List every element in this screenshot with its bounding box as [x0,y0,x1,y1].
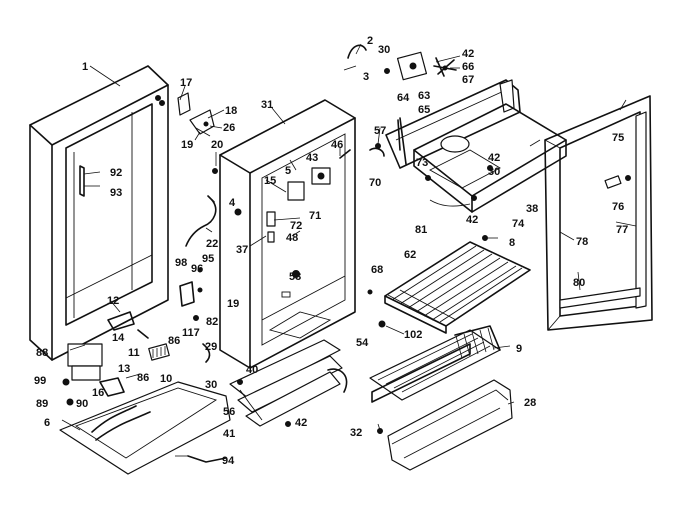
callout-20: 20 [211,139,223,151]
callout-57: 57 [374,125,386,137]
hinge-strip [79,165,85,197]
door-frame [544,95,653,331]
callout-92: 92 [110,167,122,179]
callout-64: 64 [397,92,410,104]
callout-95: 95 [202,253,214,265]
evaporator-tray [413,103,567,213]
callout-30-tray: 30 [488,166,500,178]
callout-22: 22 [206,238,218,250]
callout-68: 68 [371,264,383,276]
callout-5: 5 [285,165,291,177]
callout-63: 63 [418,90,430,102]
fasteners [187,68,493,463]
callout-30-bracket: 30 [205,379,217,391]
callout-18: 18 [225,105,237,117]
evaporator-cover [385,79,521,169]
callout-71: 71 [309,210,321,222]
lower-bracket-assembly [229,339,348,427]
outer-cabinet [29,65,169,361]
callout-72: 72 [290,220,302,232]
callout-93: 93 [110,187,122,199]
callout-74: 74 [512,218,525,230]
wire-shelf-62 [384,241,531,334]
callout-56: 56 [223,406,235,418]
callout-42-cover: 42 [488,152,500,164]
callout-86-upper: 86 [168,335,180,347]
callout-42-bracket: 42 [295,417,307,429]
callout-65: 65 [418,104,430,116]
callout-9: 9 [516,343,522,355]
callout-labels: 1 2 3 4 5 6 8 9 10 11 12 13 14 15 16 17 … [34,35,628,467]
callout-31: 31 [261,99,273,111]
callout-88: 88 [36,347,48,359]
leader-lines [61,43,637,457]
callout-62: 62 [404,249,416,261]
callout-99: 99 [34,375,46,387]
base-pan [59,381,231,475]
crisper-pan [387,379,513,471]
callout-89: 89 [36,398,48,410]
callout-90: 90 [76,398,88,410]
callout-77: 77 [616,224,628,236]
callout-117: 117 [182,327,200,339]
callout-11: 11 [128,347,140,359]
callout-13: 13 [118,363,130,375]
callout-19-upper: 19 [181,139,193,151]
callout-37: 37 [236,244,248,256]
callout-3: 3 [363,71,369,83]
callout-19-lower: 19 [227,298,239,310]
callout-42-fan: 42 [462,48,474,60]
upper-brackets [177,92,215,137]
callout-80: 80 [573,277,585,289]
callout-81: 81 [415,224,427,236]
control-housing [287,181,305,201]
callout-53: 53 [289,271,301,283]
callout-28: 28 [524,397,536,409]
callout-15: 15 [264,175,276,187]
callout-29: 29 [205,341,217,353]
callout-12: 12 [107,295,119,307]
callout-70: 70 [369,177,381,189]
callout-38: 38 [526,203,538,215]
callout-10: 10 [160,373,172,385]
callout-98: 98 [175,257,187,269]
callout-42-tray: 42 [466,214,478,226]
callout-17: 17 [180,77,192,89]
callout-67: 67 [462,74,474,86]
callout-6: 6 [44,417,50,429]
drain-tube [185,199,217,247]
crisper-grille [369,325,501,403]
callout-76: 76 [612,201,624,213]
callout-16: 16 [92,387,104,399]
callout-102: 102 [404,329,422,341]
fan-motor-assembly [343,44,457,81]
callout-46: 46 [331,139,343,151]
callout-1: 1 [82,61,88,73]
callout-14: 14 [112,332,125,344]
callout-78: 78 [576,236,588,248]
callout-4: 4 [229,197,236,209]
callout-30-top: 30 [378,44,390,56]
callout-40: 40 [246,364,258,376]
callout-26: 26 [223,122,235,134]
callout-66: 66 [462,61,474,73]
callout-2: 2 [367,35,373,47]
callout-82: 82 [206,316,218,328]
callout-73: 73 [416,157,428,169]
callout-32: 32 [350,427,362,439]
inner-liner [219,99,356,369]
callout-43: 43 [306,152,318,164]
callout-54: 54 [356,337,369,349]
lower-controls [62,267,211,406]
callout-48: 48 [286,232,298,244]
callout-75: 75 [612,132,624,144]
callout-96: 96 [191,263,203,275]
callout-86-lower: 86 [137,372,149,384]
callout-94: 94 [222,455,235,467]
callout-41: 41 [223,428,235,440]
callout-8: 8 [509,237,515,249]
